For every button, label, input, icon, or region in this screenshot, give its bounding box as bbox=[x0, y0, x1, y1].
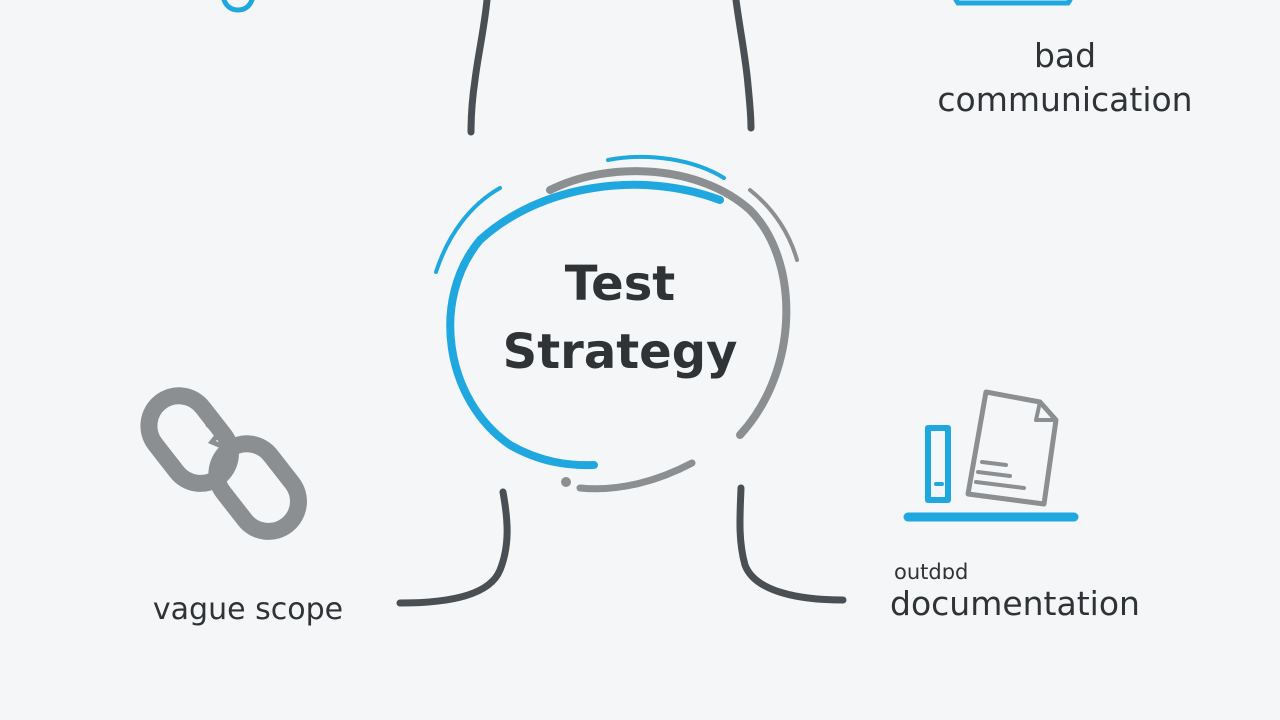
center-title-line2: Strategy bbox=[502, 324, 738, 380]
bad-communication-label: bad communication bbox=[905, 34, 1225, 122]
connector-bottom-left bbox=[396, 488, 511, 607]
center-title-line1: Test bbox=[564, 256, 676, 312]
binder-and-document-icon bbox=[903, 389, 1079, 522]
screen-icon bbox=[953, 0, 1073, 6]
connector-top-left bbox=[467, 0, 491, 136]
bad-communication-line2: communication bbox=[937, 80, 1193, 119]
vague-scope-label: vague scope bbox=[152, 592, 344, 627]
clip-icon bbox=[221, 0, 255, 13]
center-title: Test Strategy bbox=[460, 250, 780, 386]
center-circle bbox=[434, 154, 799, 493]
broken-chain-icon bbox=[140, 387, 307, 540]
connector-bottom-right bbox=[736, 484, 847, 604]
documentation-label: documentation bbox=[890, 584, 1140, 623]
bad-communication-line1: bad bbox=[1033, 36, 1097, 75]
outdated-label: outdɒd bbox=[894, 560, 969, 584]
connector-top-right bbox=[732, 0, 755, 132]
